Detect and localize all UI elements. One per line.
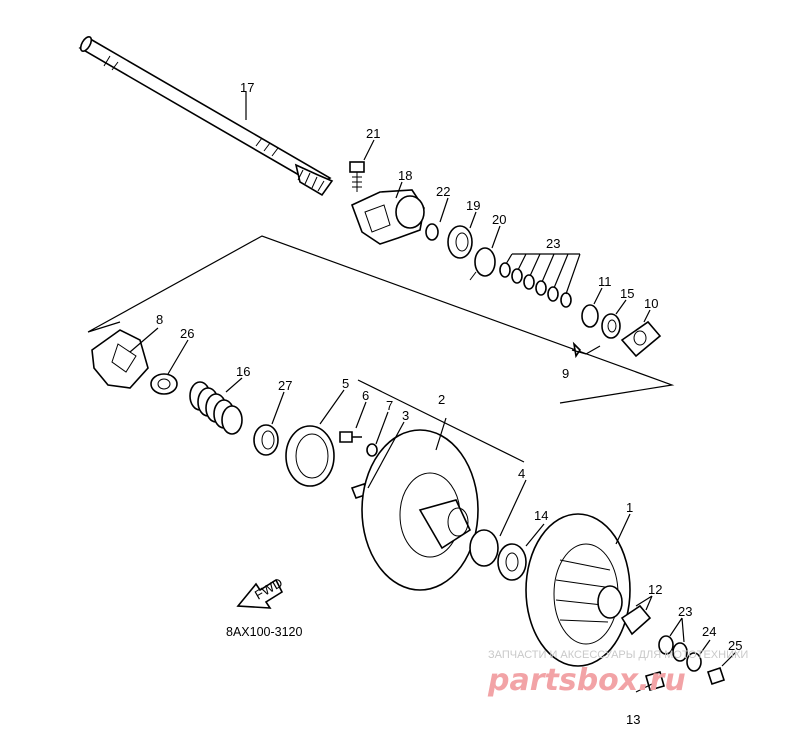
label-1: 1 (626, 500, 633, 515)
label-3: 3 (402, 408, 409, 423)
label-19: 19 (466, 198, 480, 213)
part-labels: 17 21 18 22 19 20 23 11 15 10 9 8 26 16 … (156, 80, 742, 727)
label-23-upper: 23 (546, 236, 560, 251)
label-23-lower: 23 (678, 604, 692, 619)
label-12: 12 (648, 582, 662, 597)
leader-lines (129, 92, 737, 693)
drive-shaft (78, 35, 334, 197)
screw-9 (572, 341, 582, 359)
label-13: 13 (626, 712, 640, 727)
rollers-23-lower (658, 635, 688, 662)
collar-27 (253, 424, 279, 456)
watermark-brand: partsbox.ru (487, 663, 686, 698)
label-7: 7 (386, 398, 393, 413)
washer-24 (686, 652, 702, 672)
label-14: 14 (534, 508, 548, 523)
washer-14 (497, 543, 527, 581)
label-21: 21 (366, 126, 380, 141)
bushing-22 (425, 223, 439, 241)
moving-sheave-1 (525, 513, 631, 667)
label-17: 17 (240, 80, 254, 95)
cam-8 (91, 329, 149, 389)
spring-16 (189, 381, 243, 435)
label-11: 11 (598, 274, 612, 289)
clip-20 (469, 247, 496, 281)
fwd-arrow: FWD (236, 575, 285, 609)
label-10: 10 (644, 296, 658, 311)
label-2: 2 (438, 392, 445, 407)
label-26: 26 (180, 326, 194, 341)
label-18: 18 (398, 168, 412, 183)
washer-15 (601, 313, 621, 339)
watermark-tagline: ЗАПЧАСТИ И АКСЕССУАРЫ ДЛЯ МОТОТЕХНИКИ (488, 649, 748, 661)
washer-11 (581, 304, 599, 328)
collar-4 (469, 529, 499, 567)
plate-10 (620, 320, 662, 358)
label-16: 16 (236, 364, 250, 379)
label-6: 6 (362, 388, 369, 403)
label-24: 24 (702, 624, 716, 639)
label-5: 5 (342, 376, 349, 391)
bearing-19 (447, 225, 473, 259)
ring-5 (285, 425, 335, 487)
assembly-outline (87, 235, 675, 404)
label-20: 20 (492, 212, 506, 227)
nut-25 (706, 666, 726, 686)
label-25: 25 (728, 638, 742, 653)
washer-7 (366, 443, 378, 457)
label-15: 15 (620, 286, 634, 301)
label-27: 27 (278, 378, 292, 393)
bolt-6 (339, 431, 362, 443)
label-4: 4 (518, 466, 525, 481)
label-22: 22 (436, 184, 450, 199)
label-9: 9 (562, 366, 569, 381)
bolt-21 (349, 161, 365, 192)
fixed-sheave-2 (361, 429, 479, 591)
bracket-18 (350, 189, 425, 245)
diagram-code: 8AX100-3120 (226, 625, 303, 639)
weight-12 (620, 604, 652, 636)
label-8: 8 (156, 312, 163, 327)
rollers-23-upper (499, 262, 572, 308)
washer-26 (150, 373, 178, 395)
